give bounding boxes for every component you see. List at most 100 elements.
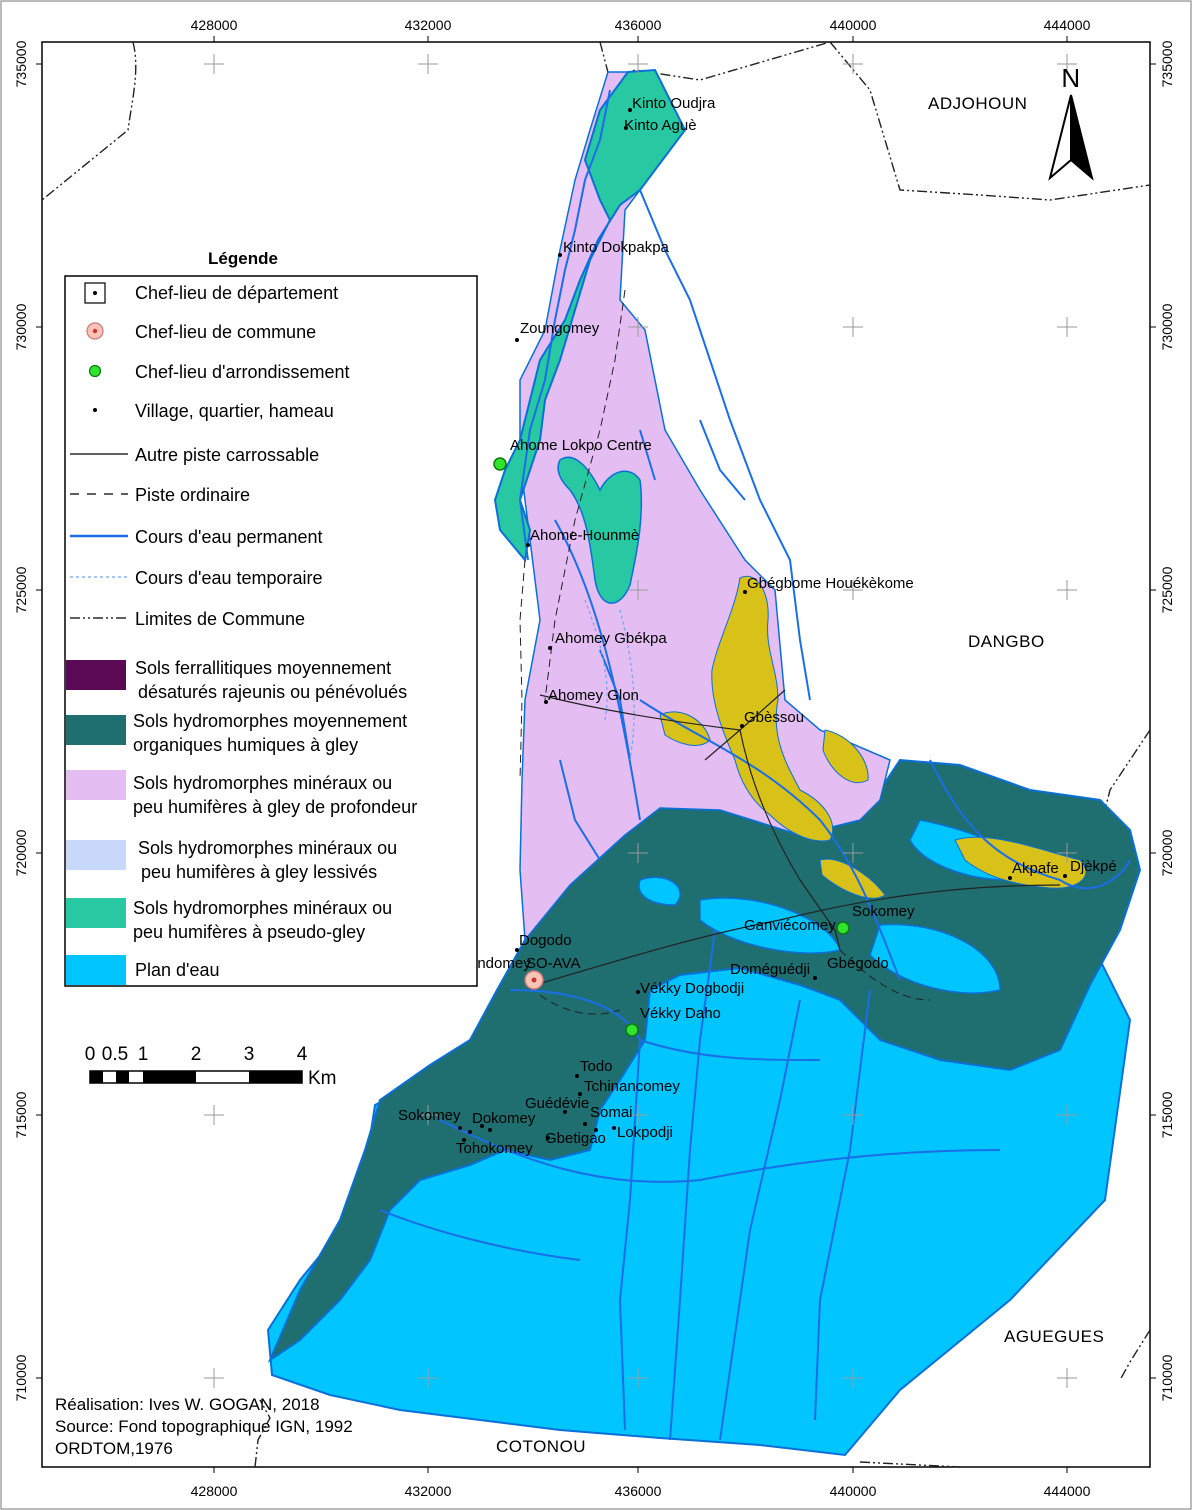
- x-tick-bottom-5: 444000: [1044, 1483, 1091, 1499]
- legend-label-river: Cours d'eau permanent: [135, 527, 323, 547]
- soil-yellow-patches: [659, 575, 1087, 899]
- legend-label-temp-river: Cours d'eau temporaire: [135, 568, 323, 588]
- credit-ordtom: ORDTOM,1976: [55, 1439, 173, 1458]
- legend-label-road: Autre piste carrossable: [135, 445, 319, 465]
- commune-adjohoun: ADJOHOUN: [928, 94, 1027, 113]
- x-tick-top-1: 428000: [191, 17, 238, 33]
- legend-arrondissement-symbol: [88, 364, 102, 378]
- legend-label-departement: Chef-lieu de département: [135, 283, 338, 303]
- y-tick-right-2: 730000: [1159, 303, 1175, 350]
- legend-label-track: Piste ordinaire: [135, 485, 250, 505]
- x-tick-bottom-2: 432000: [405, 1483, 452, 1499]
- place-kinto-oudjra: Kinto Oudjra: [632, 95, 716, 112]
- y-tick-right-5: 715000: [1159, 1091, 1175, 1138]
- legend-label-deep-gley-1: Sols hydromorphes minéraux ou: [133, 773, 392, 793]
- y-tick-right-3: 725000: [1159, 566, 1175, 613]
- scale-label-4: 4: [297, 1044, 308, 1065]
- place-akpafe: Akpafe: [1012, 860, 1059, 877]
- legend-label-boundary: Limites de Commune: [135, 609, 305, 629]
- soil-mineral-deep-gley: [519, 71, 891, 942]
- place-tohokomey: Tohokomey: [456, 1140, 533, 1157]
- place-kinto-ague: Kinto Aguè: [624, 117, 697, 134]
- place-djekpe: Djèkpé: [1070, 858, 1117, 875]
- legend-label-water: Plan d'eau: [135, 960, 220, 980]
- legend: Légende Chef-lieu de département Chef-li…: [64, 249, 478, 987]
- place-sokomey-west: Sokomey: [398, 1107, 461, 1124]
- x-tick-top-3: 436000: [615, 17, 662, 33]
- scale-label-0-5: 0.5: [102, 1044, 128, 1065]
- x-tick-bottom-1: 428000: [191, 1483, 238, 1499]
- scale-label-2: 2: [191, 1044, 202, 1065]
- y-tick-left-6: 710000: [13, 1354, 29, 1401]
- place-dokomey: Dokomey: [472, 1110, 536, 1127]
- place-ahomey-gbekpa: Ahomey Gbékpa: [555, 630, 667, 647]
- roads: [534, 689, 1061, 986]
- place-gbetigao: Gbetigao: [545, 1130, 606, 1147]
- scale-label-3: 3: [244, 1044, 255, 1065]
- place-domeguedji: Doméguédji: [730, 961, 810, 978]
- place-ganviecomey: Ganviécomey: [744, 917, 836, 934]
- scale-label-0: 0: [85, 1044, 96, 1065]
- legend-swatch-organic-gley: [66, 715, 126, 745]
- village-dots: [458, 108, 1067, 1142]
- tracks: [519, 289, 931, 1015]
- arrondissement-markers: [493, 457, 850, 1037]
- y-tick-left-3: 725000: [13, 566, 29, 613]
- place-somai: Somai: [590, 1104, 633, 1121]
- rivers-temporary: [584, 599, 635, 761]
- place-sindomey: Sindomey: [464, 955, 531, 972]
- x-tick-top-4: 440000: [830, 17, 877, 33]
- y-tick-right-1: 735000: [1159, 40, 1175, 87]
- place-lokpodji: Lokpodji: [617, 1124, 673, 1141]
- legend-title: Légende: [208, 249, 278, 268]
- credit-source: Source: Fond topographique IGN, 1992: [55, 1417, 353, 1436]
- legend-label-ferrallitic-2: désaturés rajeunis ou pénévolués: [138, 682, 407, 702]
- legend-label-leached-gley-2: peu humifères à gley lessivés: [141, 862, 377, 882]
- legend-label-arrondissement: Chef-lieu d'arrondissement: [135, 362, 350, 382]
- x-tick-bottom-3: 436000: [615, 1483, 662, 1499]
- north-arrow-icon: N: [1048, 63, 1094, 181]
- credit-author: Réalisation: Ives W. GOGAN, 2018: [55, 1395, 320, 1414]
- place-gbegodo: Gbégodo: [827, 955, 889, 972]
- scale-label-1: 1: [138, 1044, 149, 1065]
- commune-aguegues: AGUEGUES: [1004, 1327, 1104, 1346]
- place-gbegbome-houekekome: Gbégbome Houékèkome: [747, 575, 914, 592]
- y-tick-left-1: 735000: [13, 40, 29, 87]
- soil-pseudo-gley-patch: [557, 456, 643, 604]
- north-label: N: [1061, 63, 1080, 93]
- commune-boundaries: [41, 41, 1151, 1468]
- y-tick-right-6: 710000: [1159, 1354, 1175, 1401]
- legend-label-organic-gley-1: Sols hydromorphes moyennement: [133, 711, 407, 731]
- legend-label-organic-gley-2: organiques humiques à gley: [133, 735, 358, 755]
- place-vekky-daho: Vékky Daho: [640, 1005, 721, 1022]
- place-todo: Todo: [580, 1058, 613, 1075]
- legend-swatch-deep-gley: [66, 770, 126, 800]
- place-dogodo: Dogodo: [519, 932, 572, 949]
- place-ahomey-glon: Ahomey Glon: [548, 687, 639, 704]
- x-tick-bottom-4: 440000: [830, 1483, 877, 1499]
- legend-label-deep-gley-2: peu humifères à gley de profondeur: [133, 797, 417, 817]
- legend-swatch-water: [66, 955, 126, 985]
- legend-label-commune: Chef-lieu de commune: [135, 322, 316, 342]
- axis-ticks: [36, 36, 1156, 1473]
- x-tick-top-2: 432000: [405, 17, 452, 33]
- y-tick-left-2: 730000: [13, 303, 29, 350]
- legend-village-symbol: [93, 408, 97, 412]
- legend-swatch-ferrallitic: [66, 660, 126, 690]
- y-tick-left-5: 715000: [13, 1091, 29, 1138]
- place-gbessou: Gbèssou: [744, 709, 804, 726]
- legend-box: [64, 275, 478, 987]
- commune-cotonou: COTONOU: [496, 1437, 586, 1456]
- rivers-permanent: [379, 89, 1131, 1441]
- place-sokomey-east: Sokomey: [852, 903, 915, 920]
- place-ahome-hounme: Ahome-Hounmè: [530, 527, 639, 544]
- place-guedevie: Guédévie: [525, 1095, 589, 1112]
- place-so-ava: SO-AVA: [526, 955, 580, 972]
- y-tick-left-4: 720000: [13, 829, 29, 876]
- place-kinto-dokpakpa: Kinto Dokpakpa: [563, 239, 670, 256]
- legend-swatch-leached-gley: [66, 840, 126, 870]
- y-tick-right-4: 720000: [1159, 829, 1175, 876]
- grid-crosses: [204, 54, 1077, 1388]
- place-vekky-dogbodji: Vékky Dogbodji: [640, 980, 744, 997]
